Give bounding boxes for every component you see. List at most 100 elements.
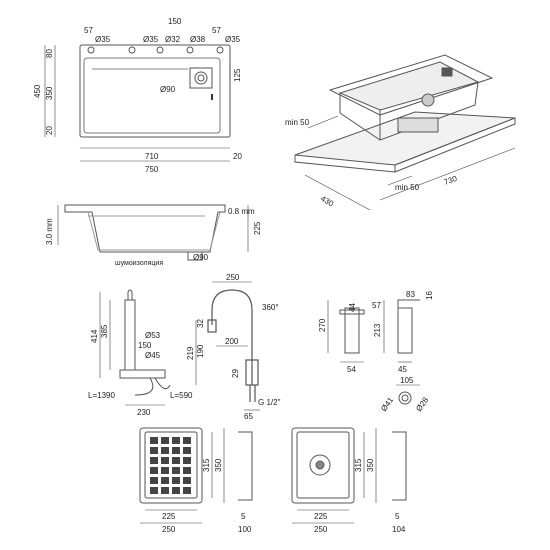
sink-section-view	[57, 204, 249, 261]
dim-360: 360°	[262, 303, 279, 312]
dim-315-colander: 315	[202, 458, 211, 472]
dispenser-right	[397, 307, 413, 354]
top-view-dimensions: 57 Ø35 150 Ø35 Ø32 Ø38 57 Ø35 80 350 20 …	[33, 17, 242, 174]
drain-iso-icon	[421, 93, 435, 107]
dim-83: 83	[406, 290, 415, 299]
colander-grid-cell	[183, 457, 191, 464]
drain-grid-icon	[441, 67, 453, 77]
colander-grid-cell	[150, 487, 158, 494]
colander-grid-cell	[161, 467, 169, 474]
dim-drain: Ø90	[160, 85, 176, 94]
sink-outline	[79, 44, 231, 138]
dispenser-dims: 44 57 83 16 270 213 54 45 105 Ø41 Ø28	[318, 290, 434, 413]
hole-3	[156, 46, 164, 54]
colander-side	[238, 431, 253, 501]
dim-hole-a: Ø35	[95, 35, 111, 44]
faucet-front-dims: 250 360° 200 219 190 32 29 G 1/2" 65	[186, 273, 281, 421]
colander-grid-cell	[172, 457, 180, 464]
dim-thread: G 1/2"	[258, 398, 281, 407]
tray-outline	[291, 427, 355, 504]
section-dimensions: 3.0 mm 0.8 mm 225 шумоизоляция Ø90	[45, 207, 262, 267]
tray-view	[291, 427, 407, 524]
colander-grid-cell	[183, 437, 191, 444]
colander-outline	[139, 427, 203, 504]
dispenser-left-cap	[339, 309, 365, 315]
faucet-head	[207, 319, 217, 333]
hole-1	[87, 46, 95, 54]
dim-213: 213	[373, 323, 382, 337]
dim-32: 32	[196, 319, 205, 328]
tray-inner	[296, 431, 350, 499]
dim-730: 730	[443, 174, 459, 187]
insulation-label: шумоизоляция	[115, 260, 163, 267]
colander-grid-cell	[172, 447, 180, 454]
dim-350-colander: 350	[214, 458, 223, 472]
dim-65: 65	[244, 412, 253, 421]
iso-dimensions: min 50 min 50 430 730	[285, 118, 459, 209]
colander-grid-cell	[183, 487, 191, 494]
colander-grid-cell	[161, 477, 169, 484]
drain-box	[189, 67, 213, 89]
dim-20-left: 20	[45, 126, 54, 135]
dim-250-colander: 250	[162, 525, 176, 534]
faucet-base	[119, 369, 166, 379]
dim-225: 225	[253, 221, 262, 235]
colander-grid-cell	[161, 487, 169, 494]
colander-grid-cell	[161, 437, 169, 444]
hole-4	[186, 46, 194, 54]
hose-b	[154, 377, 171, 390]
colander-grid-cell	[150, 437, 158, 444]
dim-250-tray: 250	[314, 525, 328, 534]
faucet-side-dims: 414 385 Ø53 150 Ø45 L=1390 L=590 230	[88, 324, 193, 417]
dim-150: 150	[168, 17, 182, 26]
front-panel	[397, 117, 439, 133]
dim-d53: Ø53	[145, 331, 161, 340]
dispenser-left	[344, 307, 360, 354]
faucet-front-view	[195, 281, 260, 411]
dispenser-view	[327, 299, 420, 405]
dim-hole-e: Ø35	[225, 35, 241, 44]
dim-hole-b: Ø35	[143, 35, 159, 44]
faucet-spout	[211, 289, 253, 385]
dim-190: 190	[196, 344, 205, 358]
colander-grid-cell	[161, 447, 169, 454]
faucet-top	[127, 289, 133, 300]
countertop-side	[394, 117, 516, 173]
sink-bowl	[83, 57, 221, 134]
dim-57-right: 57	[212, 26, 221, 35]
countertop-edge	[294, 155, 396, 173]
dim-57-left: 57	[84, 26, 93, 35]
tray-drain-core-icon	[315, 460, 325, 470]
dim-225-colander: 225	[162, 512, 176, 521]
section-insulation	[87, 211, 221, 251]
dim-230: 230	[137, 408, 151, 417]
dim-45: 45	[398, 365, 407, 374]
hose-a-label: L=1390	[88, 391, 115, 400]
section-outline	[64, 204, 226, 253]
colander-grid-cell	[150, 457, 158, 464]
dim-750: 750	[145, 165, 159, 174]
colander-grid-cell	[150, 447, 158, 454]
dim-d28: Ø28	[414, 395, 430, 413]
dim-20-right: 20	[233, 152, 242, 161]
colander-grid-cell	[183, 447, 191, 454]
dim-150-faucet: 150	[138, 341, 152, 350]
colander-grid-cell	[172, 437, 180, 444]
sink-top-view	[44, 44, 231, 162]
dim-100: 100	[238, 525, 252, 534]
dim-219: 219	[186, 346, 195, 360]
dim-430: 430	[319, 194, 336, 209]
hole-2	[128, 46, 136, 54]
dim-250-reach: 250	[226, 273, 240, 282]
dim-section-drain: Ø90	[193, 253, 209, 262]
dim-08mm: 0.8 mm	[228, 207, 255, 216]
dim-d41: Ø41	[379, 395, 395, 413]
dim-5-tray: 5	[395, 512, 400, 521]
dim-29: 29	[231, 369, 240, 378]
dim-54: 54	[347, 365, 356, 374]
dim-350: 350	[45, 86, 54, 100]
dispenser-spout	[397, 299, 420, 308]
dim-125: 125	[233, 68, 242, 82]
dim-414: 414	[90, 329, 99, 343]
colander-inner	[144, 431, 198, 499]
